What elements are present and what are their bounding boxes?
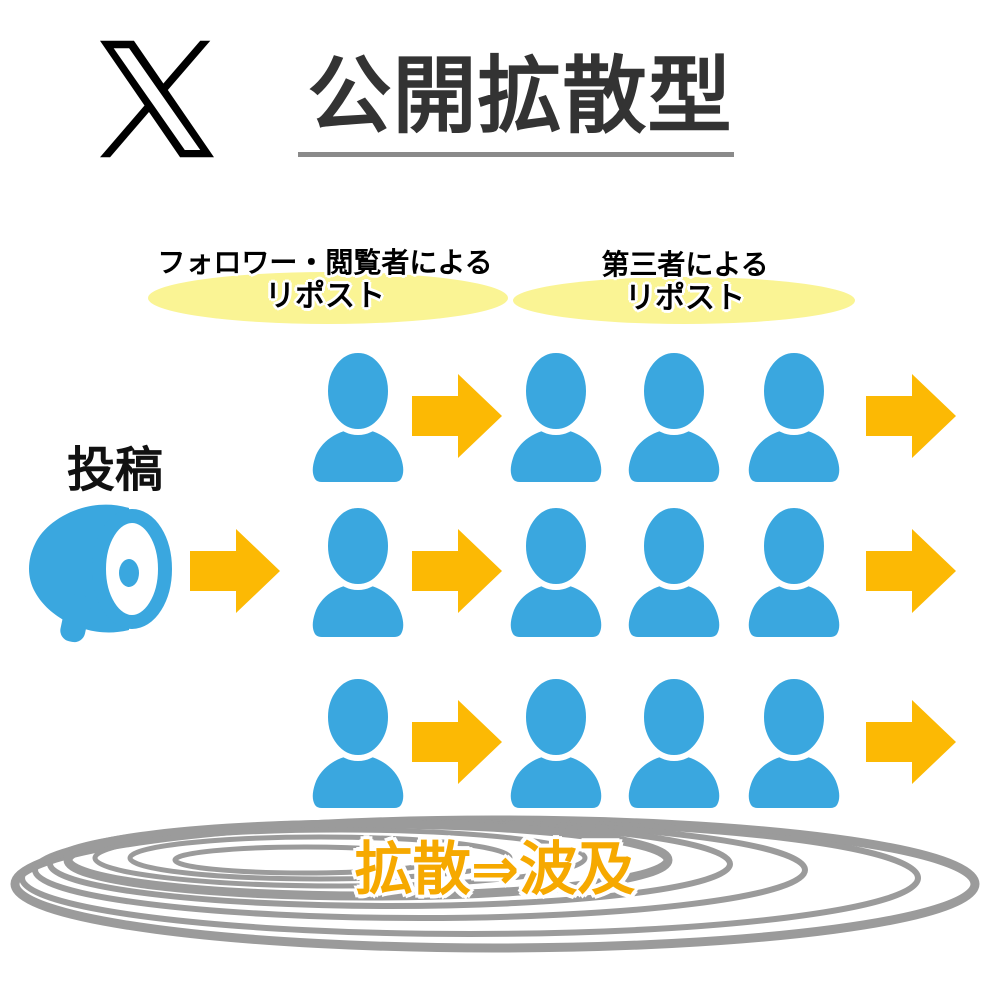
person-icon [744, 350, 844, 482]
ripple-icon [0, 796, 1000, 966]
person-icon [308, 505, 408, 637]
highlight-ellipse-followers [148, 272, 508, 324]
person-icon [506, 676, 606, 808]
person-icon [744, 676, 844, 808]
person-icon [308, 350, 408, 482]
label-followers-line2: リポスト [265, 279, 385, 314]
highlight-ellipse-third-party [513, 277, 855, 324]
person-icon [624, 505, 724, 637]
arrow-right-icon [412, 374, 502, 458]
person-icon [506, 350, 606, 482]
x-logo-icon [100, 32, 214, 166]
person-icon [624, 350, 724, 482]
person-icon [506, 505, 606, 637]
arrow-right-icon [412, 700, 502, 784]
label-third-party-line1: 第三者による [601, 248, 769, 281]
arrow-right-icon [190, 529, 280, 613]
person-icon [624, 676, 724, 808]
label-followers-repost: フォロワー・閲覧者による リポスト [130, 246, 520, 314]
page-title: 公開拡散型 [307, 47, 733, 145]
person-icon [308, 676, 408, 808]
arrow-right-icon [866, 529, 956, 613]
arrow-right-icon [866, 700, 956, 784]
arrow-right-icon [866, 374, 956, 458]
label-third-party-repost: 第三者による リポスト [505, 248, 865, 316]
label-followers-line1: フォロワー・閲覧者による [157, 246, 493, 279]
label-third-party-line2: リポスト [625, 281, 745, 316]
person-icon [744, 505, 844, 637]
ripple-caption: 拡散⇒波及 [354, 835, 636, 903]
post-label: 投稿 [66, 442, 163, 498]
arrow-right-icon [412, 529, 502, 613]
title-underline [298, 152, 734, 157]
megaphone-icon [23, 496, 185, 646]
